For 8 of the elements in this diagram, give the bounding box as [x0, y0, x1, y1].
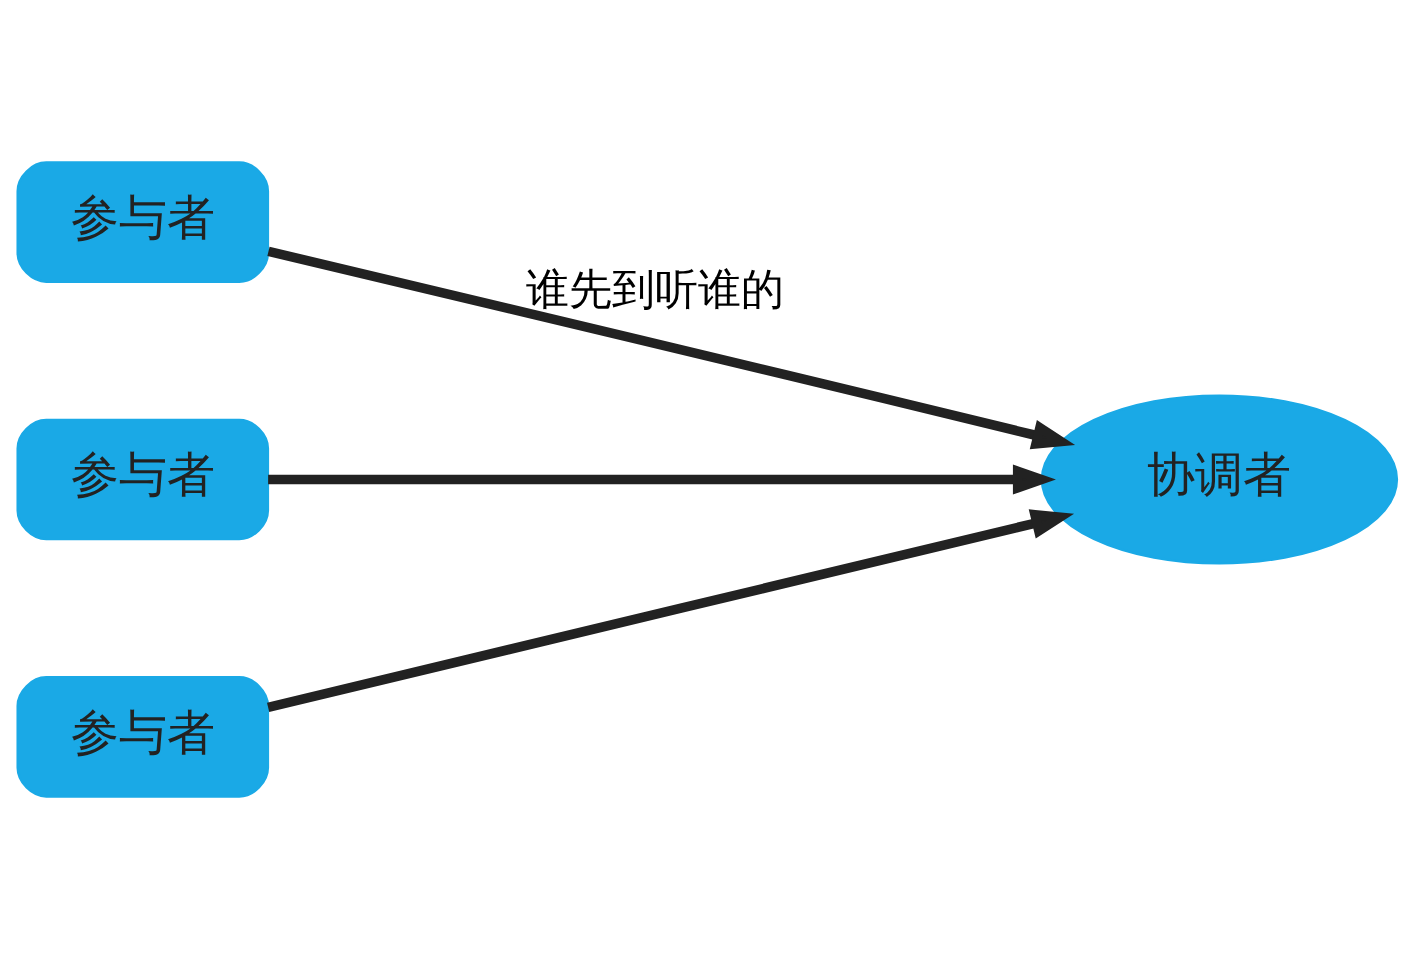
node-ellipse: 协调者: [1040, 393, 1399, 565]
arrow: [267, 508, 1075, 712]
edge-label: 谁先到听谁的: [526, 263, 785, 314]
node-box: 参与者: [16, 160, 270, 283]
node-box: 参与者: [16, 675, 270, 798]
node-box: 参与者: [16, 418, 270, 540]
arrow: [268, 463, 1056, 495]
arrow: [267, 246, 1076, 449]
